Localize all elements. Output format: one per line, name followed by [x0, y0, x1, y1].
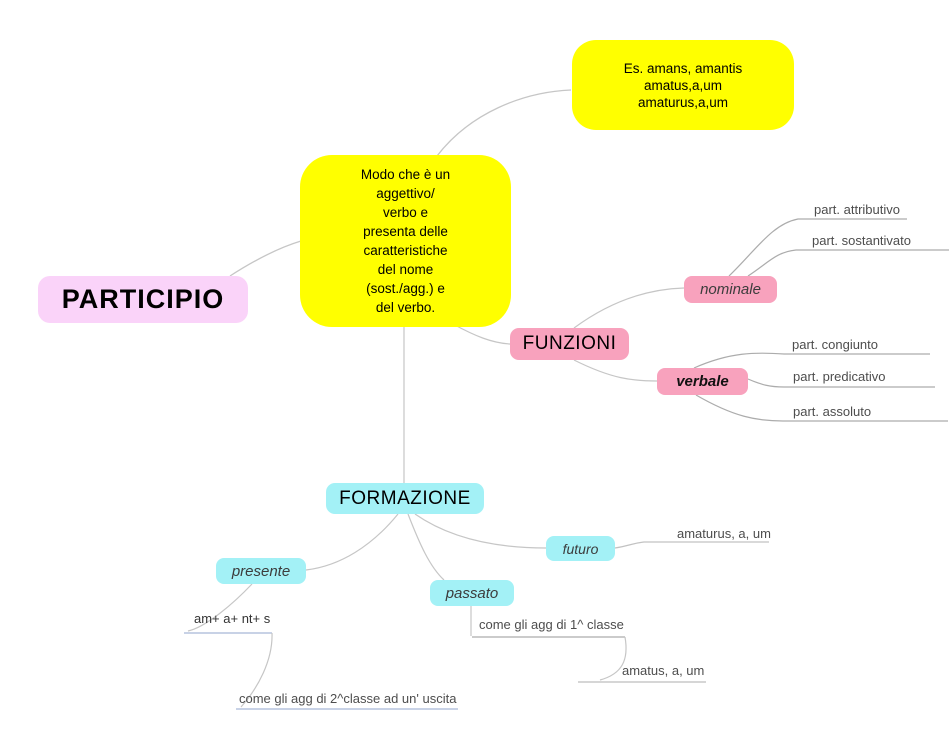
edge-formazione-passato — [407, 513, 445, 581]
edge-participio-definition — [229, 240, 302, 277]
edge-funzioni-nominale — [573, 287, 685, 329]
edge-verbale-predicativo — [747, 378, 935, 388]
node-part-attributivo[interactable]: part. attributivo — [814, 202, 900, 217]
node-funzioni[interactable]: FUNZIONI — [510, 328, 629, 360]
edge-funzioni-verbale — [573, 359, 658, 382]
node-definition[interactable]: Modo che è un aggettivo/ verbo e present… — [300, 155, 511, 327]
node-regola-seconda-classe[interactable]: come gli agg di 2^classe ad un' uscita — [239, 691, 457, 706]
edge-definition-examples — [436, 89, 572, 157]
edge-regola1-amatus — [599, 636, 627, 681]
edge-nominale-sostantivato — [747, 249, 949, 277]
edge-definition-funzioni — [452, 323, 511, 345]
edge-futuro-amaturus — [614, 541, 769, 549]
node-passato[interactable]: passato — [430, 580, 514, 606]
edge-formula-regola2 — [240, 632, 273, 708]
node-presente[interactable]: presente — [216, 558, 306, 584]
node-part-assoluto[interactable]: part. assoluto — [793, 404, 872, 419]
edge-formazione-futuro — [414, 513, 547, 549]
node-formazione[interactable]: FORMAZIONE — [326, 483, 484, 514]
node-part-predicativo[interactable]: part. predicativo — [793, 369, 886, 384]
edge-nominale-attributivo — [728, 218, 907, 277]
node-nominale[interactable]: nominale — [684, 276, 777, 303]
node-part-congiunto[interactable]: part. congiunto — [792, 337, 879, 352]
node-verbale[interactable]: verbale — [657, 368, 748, 395]
node-participio[interactable]: PARTICIPIO — [38, 276, 248, 323]
edge-verbale-assoluto — [695, 394, 948, 422]
edge-presente-formula — [187, 583, 253, 632]
node-futuro[interactable]: futuro — [546, 536, 615, 561]
node-part-sostantivato[interactable]: part. sostantivato — [812, 233, 911, 248]
node-amaturus[interactable]: amaturus, a, um — [677, 526, 771, 541]
edge-formazione-presente — [305, 513, 399, 571]
node-examples[interactable]: Es. amans, amantis amatus,a,um amaturus,… — [572, 40, 794, 130]
node-amatus[interactable]: amatus, a, um — [622, 663, 705, 678]
edge-verbale-congiunto — [693, 352, 930, 369]
node-formula-presente[interactable]: am+ a+ nt+ s — [194, 611, 271, 626]
node-regola-prima-classe[interactable]: come gli agg di 1^ classe — [479, 617, 624, 632]
